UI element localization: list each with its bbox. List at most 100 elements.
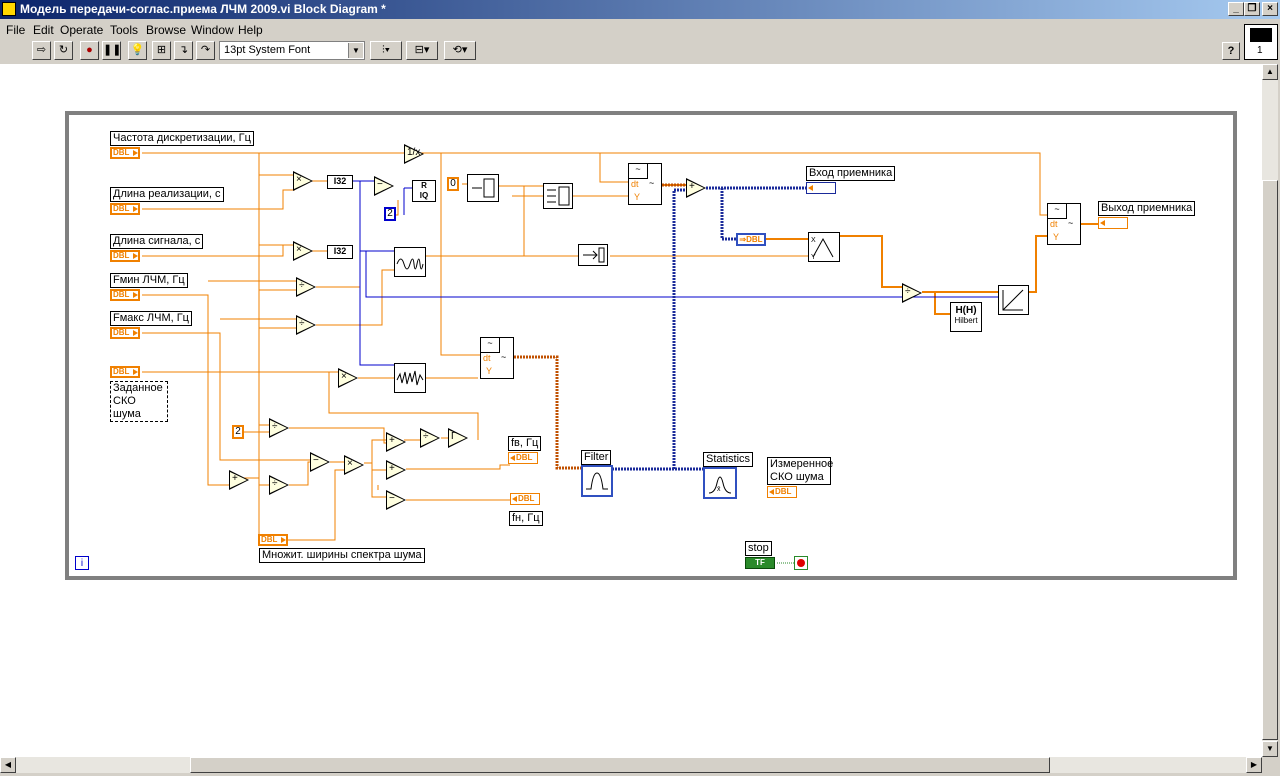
indicator-fv[interactable]: DBL [508,452,538,464]
divide-node[interactable]: ÷ [902,283,924,303]
label-mult: Множит. ширины спектра шума [259,548,425,563]
add-node[interactable]: + [386,432,408,452]
build-array-node[interactable] [467,174,499,202]
horizontal-scroll-thumb[interactable] [190,757,1050,773]
highlight-execution-icon[interactable]: 💡 [128,41,147,60]
label-noise: Заданное СКО шума [110,381,168,422]
divide-node[interactable]: ÷ [269,475,291,495]
indicator-fn[interactable]: DBL [510,493,540,505]
add-node[interactable]: + [229,470,251,490]
label-stop: stop [745,541,772,556]
label-fn: fн, Гц [509,511,543,526]
align-objects-icon[interactable]: ⫶▾ [370,41,402,60]
while-loop-border [65,111,1237,580]
control-fmax[interactable]: DBL [110,327,140,339]
complex-magnitude-node[interactable] [998,285,1029,315]
subtract-node[interactable]: − [386,490,408,510]
scroll-right-icon[interactable]: ▶ [1246,757,1262,773]
dt-label: dt [631,179,639,189]
y-label: Y [1053,232,1060,242]
pause-icon[interactable]: ❚❚ [102,41,121,60]
hilbert-transform-node[interactable]: H(H) Hilbert [950,302,982,332]
scroll-up-icon[interactable]: ▲ [1262,64,1278,80]
menu-edit[interactable]: Edit [33,23,54,37]
control-fs[interactable]: DBL [110,147,140,159]
step-over-icon[interactable]: ↷ [196,41,215,60]
control-stop[interactable]: TF [745,557,775,569]
build-waveform-node[interactable]: ~ dt Y ~ [1047,203,1081,245]
font-selector[interactable]: 13pt System Font ▼ [219,41,365,60]
array-subset-node[interactable] [543,183,573,209]
run-arrow-icon[interactable]: ⇨ [32,41,51,60]
control-noise[interactable]: DBL [110,366,140,378]
menu-window[interactable]: Window [191,23,234,37]
menu-browse[interactable]: Browse [146,23,187,37]
reorder-icon[interactable]: ⟲▾ [444,41,476,60]
dt-label: dt [483,353,491,363]
multiply-node[interactable]: × [344,455,366,475]
convert-from-dynamic-node[interactable]: ⇒DBL [736,233,766,246]
array-to-waveform-node[interactable] [578,244,608,266]
indicator-measured[interactable]: DBL [767,486,797,498]
indicator-rx-in-chart[interactable] [806,182,836,194]
subtract-node[interactable]: − [310,452,332,472]
close-button[interactable]: × [1262,2,1278,16]
multiply-node[interactable]: × [293,241,315,261]
statistics-express-vi[interactable]: x̄ [703,467,737,499]
indicator-rx-out-chart[interactable] [1098,217,1128,229]
run-continuously-icon[interactable]: ↻ [54,41,73,60]
constant-zero[interactable]: 0 [447,177,459,191]
menu-file[interactable]: File [6,23,26,37]
subtract-node[interactable]: − [374,176,396,196]
build-waveform-node[interactable]: ~ dt Y ~ [480,337,514,379]
multiply-node[interactable]: × [338,368,360,388]
divide-node[interactable]: ÷ [296,315,318,335]
distribute-objects-icon[interactable]: ⊟▾ [406,41,438,60]
add-node[interactable]: + [686,178,708,198]
constant-two[interactable]: 2 [232,425,244,439]
to-i32-node[interactable]: I32 [327,245,353,259]
retain-wire-values-icon[interactable]: ⊞ [152,41,171,60]
reciprocal-node[interactable]: 1/x [404,144,426,164]
control-len-sig[interactable]: DBL [110,250,140,262]
to-i32-node[interactable]: I32 [327,175,353,189]
wire-layer [65,111,1237,580]
divide-node[interactable]: ÷ [420,428,442,448]
add-node[interactable]: + [386,460,408,480]
multiply-node[interactable]: × [293,171,315,191]
control-fmin[interactable]: DBL [110,289,140,301]
gamma-node[interactable]: Γ [448,428,470,448]
filter-express-vi[interactable] [581,465,613,497]
minimize-button[interactable]: _ [1228,2,1244,16]
abort-icon[interactable]: ● [80,41,99,60]
horizontal-scrollbar[interactable]: ◀ ▶ [0,757,1262,773]
menu-help[interactable]: Help [238,23,263,37]
label-fs: Частота дискретизации, Гц [110,131,254,146]
scroll-left-icon[interactable]: ◀ [0,757,16,773]
labview-app-icon[interactable] [2,2,16,16]
hilbert-label: Hilbert [954,316,978,325]
build-waveform-node[interactable]: ~ dt Y ~ [628,163,662,205]
constant-two-int[interactable]: 2 [384,207,396,221]
menu-tools[interactable]: Tools [110,23,139,37]
vi-icon-pane[interactable]: 1 [1244,24,1278,60]
vertical-scroll-thumb[interactable] [1262,180,1278,740]
noise-generator-node[interactable] [394,363,426,393]
label-rx-out: Выход приемника [1098,201,1196,216]
restore-button[interactable]: ❐ [1244,2,1260,16]
menu-operate[interactable]: Operate [60,23,104,37]
label-len-real: Длина реализации, с [110,187,224,202]
divide-node[interactable]: ÷ [296,277,318,297]
chirp-generator-node[interactable] [394,247,426,277]
context-help-icon[interactable]: ? [1222,42,1240,60]
label-statistics: Statistics [703,452,754,467]
loop-condition-terminal[interactable] [794,556,808,570]
scroll-down-icon[interactable]: ▼ [1262,741,1278,757]
step-into-icon[interactable]: ↴ [174,41,193,60]
divide-node[interactable]: ÷ [269,418,291,438]
vertical-scrollbar[interactable]: ▲ ▼ [1262,64,1278,757]
control-len-real[interactable]: DBL [110,203,140,215]
control-mult[interactable]: DBL [258,534,288,546]
